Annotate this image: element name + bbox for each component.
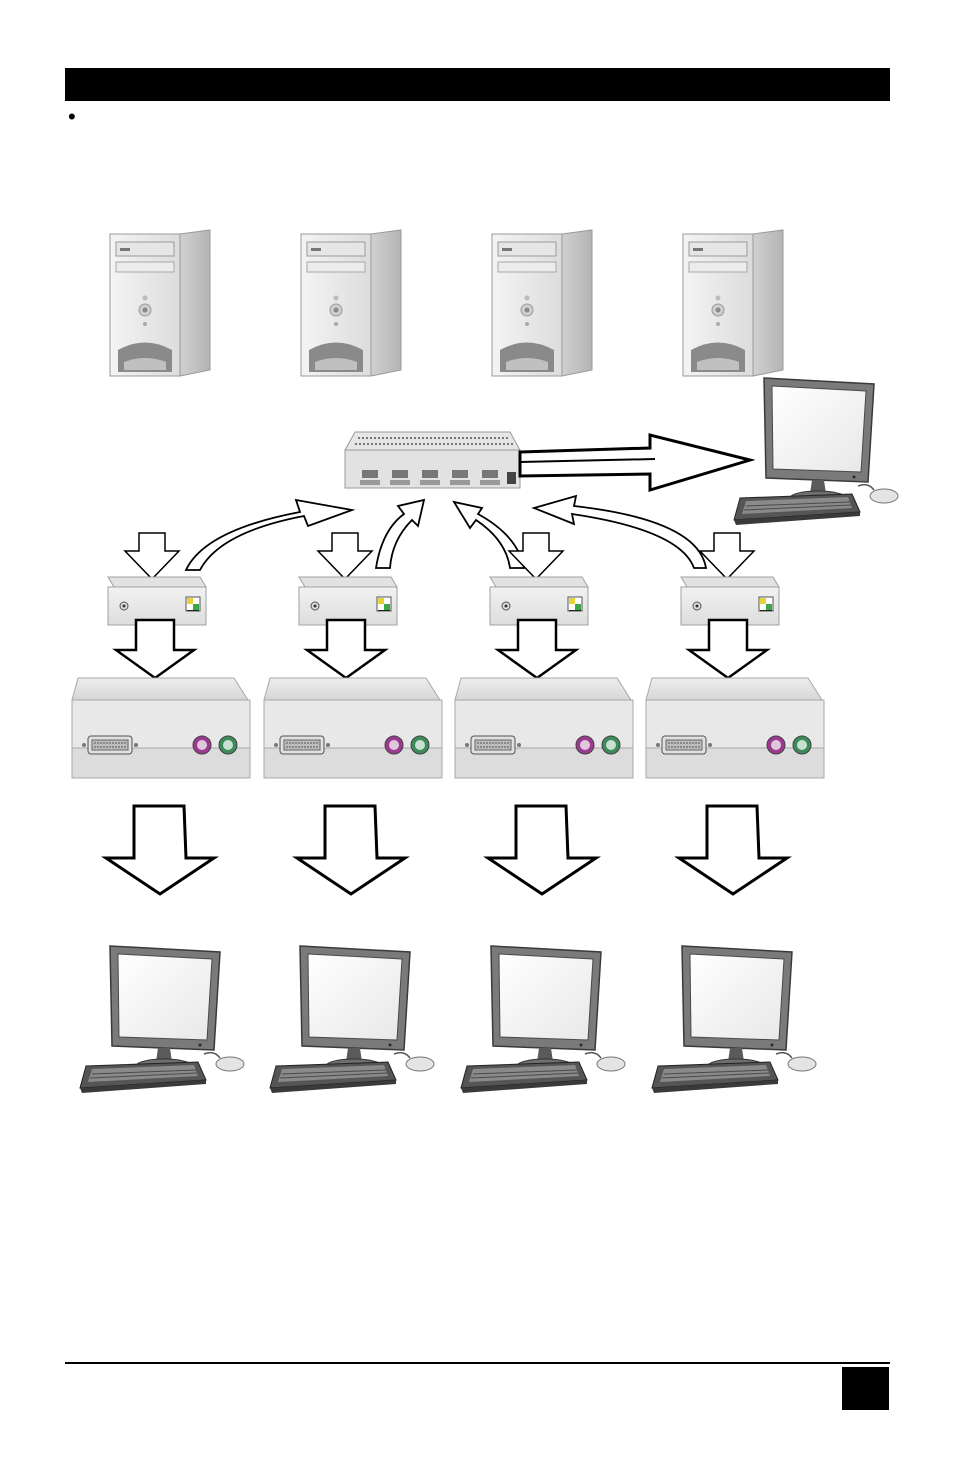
down-arrow-rx-3: [498, 620, 576, 678]
curved-arrow-3: [454, 502, 524, 568]
remote-workstation-1: [80, 946, 244, 1093]
page-number-box: [842, 1367, 889, 1410]
transmitter-2: [299, 577, 397, 625]
curved-arrow-4: [534, 496, 706, 568]
switch-to-local-arrow: [520, 435, 750, 490]
down-arrow-ws-1: [106, 806, 214, 894]
footer-rule: [65, 1362, 890, 1364]
down-arrow-ws-3: [488, 806, 596, 894]
computer-2: [301, 230, 401, 376]
receiver-1: [72, 678, 250, 778]
kvm-switch: [345, 432, 520, 488]
transmitter-4: [681, 577, 779, 625]
down-arrow-tx-1: [125, 533, 179, 579]
down-arrow-tx-3: [509, 533, 563, 579]
down-arrow-ws-2: [297, 806, 405, 894]
down-arrow-rx-4: [689, 620, 767, 678]
computer-3: [492, 230, 592, 376]
down-arrow-rx-1: [116, 620, 194, 678]
receiver-4: [646, 678, 824, 778]
remote-workstation-3: [461, 946, 625, 1093]
down-arrow-rx-2: [307, 620, 385, 678]
curved-arrow-2: [376, 500, 424, 568]
down-arrow-tx-2: [318, 533, 372, 579]
receiver-2: [264, 678, 442, 778]
computer-1: [110, 230, 210, 376]
remote-workstation-2: [270, 946, 434, 1093]
down-arrow-tx-4: [700, 533, 754, 579]
transmitter-3: [490, 577, 588, 625]
down-arrow-ws-4: [679, 806, 787, 894]
remote-workstation-4: [652, 946, 816, 1093]
computer-4: [683, 230, 783, 376]
receiver-3: [455, 678, 633, 778]
local-workstation: [734, 378, 898, 525]
transmitter-1: [108, 577, 206, 625]
